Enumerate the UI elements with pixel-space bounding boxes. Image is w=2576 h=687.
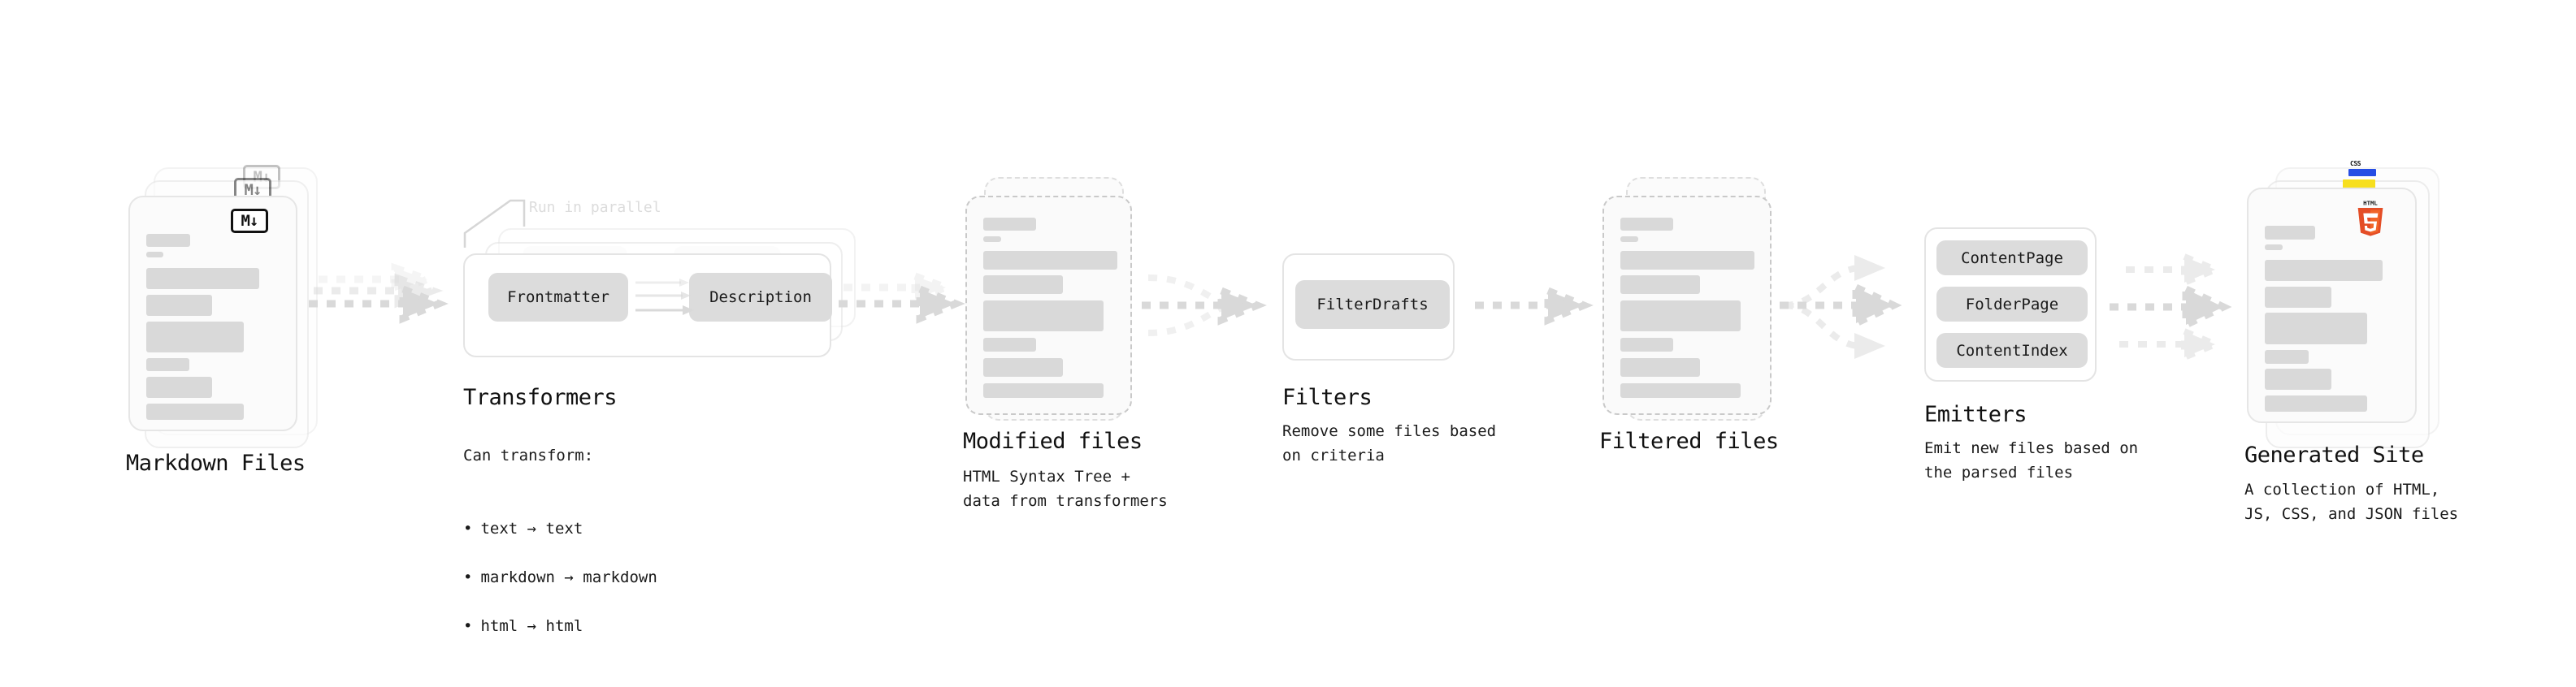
stage-title-markdown-files: Markdown Files — [126, 451, 306, 476]
arrow-filters-to-filtered — [1475, 285, 1594, 326]
chip-frontmatter[interactable]: Frontmatter — [488, 273, 628, 322]
bullet-markdown: markdown → markdown — [463, 565, 657, 590]
stage-desc-modified-files: HTML Syntax Tree + data from transformer… — [963, 468, 1168, 511]
stage-title-generated-site: Generated Site — [2244, 443, 2424, 468]
chip-description[interactable]: Description — [689, 273, 832, 322]
run-in-parallel-label: Run in parallel — [529, 199, 661, 216]
stage-title-filtered-files: Filtered files — [1599, 429, 1779, 454]
bullet-text: text → text — [463, 516, 657, 541]
stage-desc-emitters: Emit new files based on the parsed files — [1924, 439, 2139, 482]
filters-panel: FilterDrafts — [1282, 253, 1455, 361]
skeleton-bar — [983, 358, 1063, 377]
transformer-panel-front: Frontmatter Description — [463, 253, 832, 357]
arrow-transformers-to-modified — [839, 270, 965, 324]
skeleton-bar — [983, 236, 1001, 242]
arrow-filtered-to-emitters — [1780, 255, 1902, 359]
skeleton-bar — [1620, 383, 1741, 398]
skeleton-bar — [2265, 226, 2315, 240]
chip-folderpage[interactable]: FolderPage — [1936, 287, 2088, 322]
skeleton-bar — [146, 322, 244, 352]
skeleton-bar — [146, 404, 244, 420]
skeleton-bar — [983, 338, 1036, 352]
stage-title-filters: Filters — [1282, 385, 1373, 410]
skeleton-bar — [146, 234, 190, 247]
arrow-emitters-to-site — [2110, 251, 2232, 363]
site-card-front: HTML — [2247, 188, 2417, 423]
chip-contentindex[interactable]: ContentIndex — [1936, 333, 2088, 368]
filtered-card-front — [1602, 196, 1772, 415]
emitters-panel: ContentPage FolderPage ContentIndex — [1924, 227, 2097, 382]
skeleton-bar — [2265, 260, 2383, 281]
bullet-html: html → html — [463, 614, 657, 638]
markdown-card-front: M↓ — [128, 196, 297, 431]
skeleton-bar — [146, 268, 259, 289]
skeleton-bar — [1620, 300, 1741, 331]
skeleton-bar — [146, 358, 189, 371]
stage-title-modified-files: Modified files — [963, 429, 1143, 454]
arrow-markdown-to-transformers — [309, 262, 449, 324]
stage-title-transformers: Transformers — [463, 385, 618, 410]
chip-filterdrafts[interactable]: FilterDrafts — [1295, 280, 1450, 329]
transformers-bullet-list: text → text markdown → markdown html → h… — [463, 492, 657, 663]
chip-contentpage[interactable]: ContentPage — [1936, 240, 2088, 275]
skeleton-bar — [2265, 395, 2367, 412]
skeleton-bar — [1620, 218, 1673, 231]
css-badge — [2348, 160, 2376, 176]
skeleton-bar — [983, 275, 1063, 294]
transformers-desc-lead: Can transform: — [463, 447, 594, 465]
transformer-inner-arrows — [635, 279, 694, 315]
skeleton-bar — [1620, 338, 1673, 352]
skeleton-bar — [983, 218, 1036, 231]
skeleton-bar — [1620, 251, 1754, 270]
skeleton-bar — [2265, 369, 2331, 390]
skeleton-bar — [2265, 244, 2283, 250]
stage-desc-generated-site: A collection of HTML, JS, CSS, and JSON … — [2244, 481, 2459, 524]
markdown-badge: M↓ — [231, 209, 268, 233]
skeleton-bar — [983, 300, 1104, 331]
skeleton-bar — [983, 383, 1104, 398]
svg-text:HTML: HTML — [2363, 200, 2378, 207]
skeleton-bar — [1620, 358, 1700, 377]
skeleton-bar — [983, 251, 1117, 270]
html5-icon: HTML — [2357, 200, 2383, 236]
skeleton-bar — [2265, 313, 2367, 344]
skeleton-bar — [1620, 236, 1638, 242]
skeleton-bar — [1620, 275, 1700, 294]
skeleton-bar — [146, 252, 163, 257]
skeleton-bar — [2265, 287, 2331, 308]
modified-card-front — [965, 196, 1132, 415]
stage-desc-filters: Remove some files based on criteria — [1282, 422, 1497, 465]
skeleton-bar — [146, 295, 212, 316]
stage-desc-transformers: Can transform: text → text markdown → ma… — [463, 419, 657, 687]
skeleton-bar — [146, 377, 212, 398]
stage-title-emitters: Emitters — [1924, 402, 2027, 427]
run-in-parallel-bracket — [463, 199, 526, 248]
arrow-modified-to-filters — [1142, 274, 1267, 336]
skeleton-bar — [2265, 350, 2309, 364]
